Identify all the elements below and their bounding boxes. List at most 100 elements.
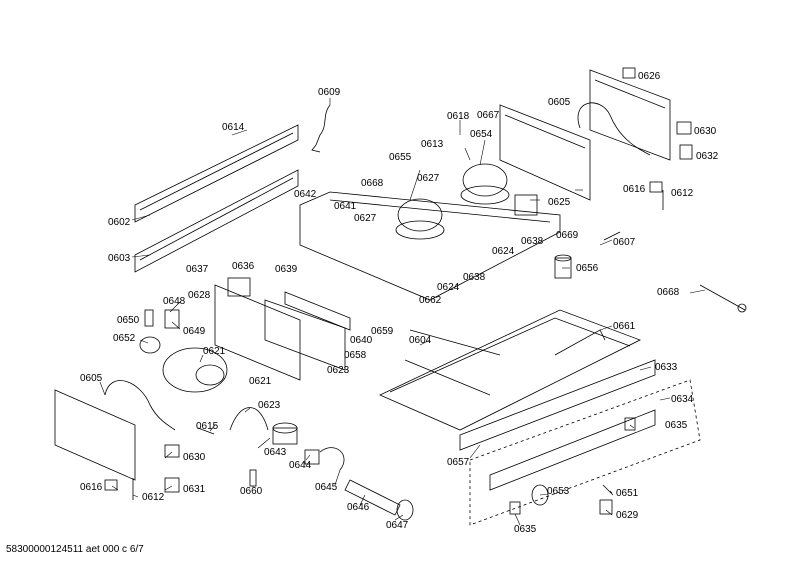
fan-motor [162, 347, 228, 393]
drawer-pan [379, 309, 641, 431]
callout-0640: 0640 [350, 335, 373, 346]
callout-0656: 0656 [576, 263, 599, 274]
compressor-left [395, 198, 445, 240]
callout-0637: 0637 [186, 264, 209, 275]
callout-0606: 0621 [203, 346, 226, 357]
rail-lower [134, 169, 299, 273]
capacitor-0656 [554, 254, 572, 279]
block-0632 [679, 144, 693, 160]
fan-0636 [227, 277, 251, 297]
callout-0650: 0650 [117, 315, 140, 326]
rear-panel [499, 104, 591, 201]
callout-0667: 0668 [657, 287, 680, 298]
callout-0662: 0662 [419, 295, 442, 306]
callout-0616-a: 0616 [623, 184, 646, 195]
kit-outline [469, 379, 701, 526]
callout-0659: 0659 [371, 326, 394, 337]
bracket-0648 [164, 309, 180, 329]
callout-0626: 0626 [638, 71, 661, 82]
callout-0604: 0604 [409, 335, 432, 346]
leader-lines [99, 98, 706, 526]
callout-0635-b: 0635 [514, 524, 537, 535]
callout-0665: 0668 [361, 178, 384, 189]
callout-0635-a: 0635 [665, 420, 688, 431]
callout-0652: 0652 [113, 333, 136, 344]
callout-0647: 0647 [386, 520, 409, 531]
callout-0641: 0641 [334, 201, 357, 212]
block-0630 [676, 121, 692, 135]
rail-0634 [489, 409, 656, 491]
connector-0615 [197, 427, 215, 435]
callout-0643: 0643 [264, 447, 287, 458]
callout-0612-b: 0612 [142, 492, 165, 503]
callout-0607: 0607 [613, 237, 636, 248]
frame-0640 [264, 291, 351, 371]
clip-lower [104, 479, 118, 491]
side-panel-left [54, 389, 136, 481]
callout-0639: 0639 [275, 264, 298, 275]
callout-0605-b: 0605 [80, 373, 103, 384]
side-panel-right [589, 69, 671, 161]
callout-0614: 0614 [222, 122, 245, 133]
callout-0622: 0623 [258, 400, 281, 411]
callout-0625: 0625 [548, 197, 571, 208]
cable-upper [577, 102, 651, 156]
fan-housing [214, 284, 301, 381]
callout-0638-b: 0638 [463, 272, 486, 283]
callout-0648: 0648 [163, 296, 186, 307]
callout-0612-a: 0612 [671, 188, 694, 199]
callout-0645: 0645 [315, 482, 338, 493]
callout-0644: 0644 [289, 460, 312, 471]
callout-0627-b: 0627 [354, 213, 377, 224]
callout-0624-b: 0624 [437, 282, 460, 293]
part-0622 [229, 407, 269, 431]
power-cord [315, 104, 331, 146]
callout-0661: 0661 [613, 321, 636, 332]
pin-0660 [249, 469, 257, 487]
rail-upper [134, 124, 299, 223]
callout-0646: 0646 [347, 502, 370, 513]
bracket-0650 [144, 309, 154, 327]
base-plate [299, 191, 561, 301]
callout-0638-a: 0638 [521, 236, 544, 247]
callout-0633: 0633 [655, 362, 678, 373]
capacitor-0643 [272, 422, 298, 445]
tube-0646 [344, 479, 401, 516]
wire-0645 [319, 447, 345, 471]
callout-0653: 0653 [547, 486, 570, 497]
callout-0602: 0602 [108, 217, 131, 228]
callout-0603: 0603 [108, 253, 131, 264]
callout-0642: 0642 [294, 189, 317, 200]
connector-0607 [603, 231, 621, 241]
callout-0615: 0615 [196, 421, 219, 432]
callout-0657: 0657 [447, 457, 470, 468]
part-0651 [602, 484, 614, 496]
callout-0605-a: 0605 [548, 97, 571, 108]
compressor-right [460, 163, 510, 205]
callout-0654: 0654 [470, 129, 493, 140]
callout-0623: 0623 [327, 365, 350, 376]
relay-box [514, 194, 538, 216]
callout-0630-b: 0630 [183, 452, 206, 463]
socket-0647 [396, 499, 414, 521]
callout-0660: 0660 [240, 486, 263, 497]
callout-0616-b: 0616 [80, 482, 103, 493]
block-0635-a [624, 417, 636, 431]
callout-0658: 0658 [344, 350, 367, 361]
callout-0628: 0628 [188, 290, 211, 301]
slide-bar-a [409, 329, 501, 356]
part-0653 [531, 484, 549, 506]
callout-0668: 0669 [556, 230, 579, 241]
cable-lower [104, 380, 176, 431]
callout-0655: 0655 [389, 152, 412, 163]
callout-0621: 0621 [249, 376, 272, 387]
callout-0634: 0634 [671, 394, 694, 405]
callout-0651: 0651 [616, 488, 639, 499]
block-0630-lower [164, 444, 180, 458]
relay-0644 [304, 449, 320, 465]
document-code: 58300000124511 aet 000 c 6/7 [6, 544, 144, 555]
callout-0636: 0636 [232, 261, 255, 272]
callout-0624-a: 0624 [492, 246, 515, 257]
